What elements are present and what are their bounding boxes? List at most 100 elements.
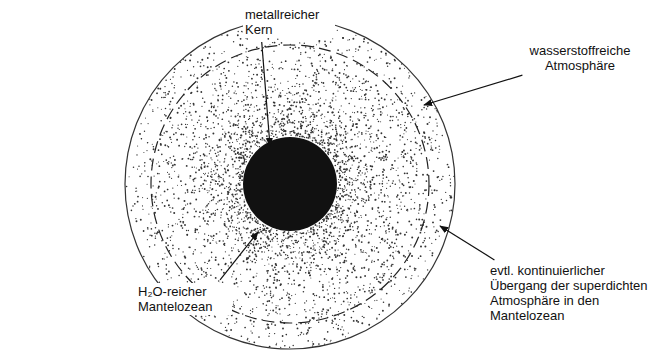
stipple-dot xyxy=(238,183,240,185)
stipple-dot xyxy=(316,76,318,78)
stipple-dot xyxy=(431,147,432,148)
stipple-dot xyxy=(407,100,409,102)
stipple-dot xyxy=(255,82,257,84)
stipple-dot xyxy=(424,138,425,139)
stipple-dot xyxy=(363,41,365,43)
stipple-dot xyxy=(215,109,217,111)
stipple-dot xyxy=(293,261,294,262)
stipple-dot xyxy=(345,113,347,115)
stipple-dot xyxy=(243,151,245,153)
stipple-dot xyxy=(325,228,327,230)
stipple-dot xyxy=(237,173,238,174)
stipple-dot xyxy=(274,266,276,268)
stipple-dot xyxy=(346,260,347,261)
stipple-dot xyxy=(269,230,270,231)
stipple-dot xyxy=(371,308,372,309)
stipple-dot xyxy=(296,242,298,244)
stipple-dot xyxy=(403,293,404,294)
stipple-dot xyxy=(410,149,412,151)
stipple-dot xyxy=(261,251,263,253)
stipple-dot xyxy=(217,183,219,185)
stipple-dot xyxy=(334,213,335,214)
stipple-dot xyxy=(393,168,394,169)
stipple-dot xyxy=(374,97,376,99)
stipple-dot xyxy=(331,112,333,114)
stipple-dot xyxy=(304,262,306,264)
stipple-dot xyxy=(163,92,164,93)
stipple-dot xyxy=(363,184,365,186)
stipple-dot xyxy=(219,79,220,80)
stipple-dot xyxy=(279,94,281,96)
stipple-dot xyxy=(334,240,335,241)
stipple-dot xyxy=(224,135,226,137)
stipple-dot xyxy=(315,140,316,141)
stipple-dot xyxy=(403,255,405,257)
stipple-dot xyxy=(264,108,266,110)
stipple-dot xyxy=(252,135,254,137)
stipple-dot xyxy=(335,82,337,84)
stipple-dot xyxy=(385,230,386,231)
stipple-dot xyxy=(341,253,343,255)
stipple-dot xyxy=(423,107,425,109)
stipple-dot xyxy=(224,158,226,160)
stipple-dot xyxy=(299,84,300,85)
stipple-dot xyxy=(274,87,275,88)
stipple-dot xyxy=(431,190,432,191)
stipple-dot xyxy=(214,149,215,150)
stipple-dot xyxy=(354,189,356,191)
stipple-dot xyxy=(366,260,367,261)
stipple-dot xyxy=(300,113,302,115)
stipple-dot xyxy=(194,190,195,191)
stipple-dot xyxy=(231,158,233,160)
stipple-dot xyxy=(390,99,392,101)
stipple-dot xyxy=(189,268,190,269)
stipple-dot xyxy=(284,308,285,309)
stipple-dot xyxy=(334,152,335,153)
stipple-dot xyxy=(288,119,290,121)
stipple-dot xyxy=(369,127,371,129)
stipple-dot xyxy=(326,215,328,217)
stipple-dot xyxy=(206,205,208,207)
stipple-dot xyxy=(352,226,353,227)
stipple-dot xyxy=(189,247,191,249)
stipple-dot xyxy=(266,142,267,143)
stipple-dot xyxy=(355,237,356,238)
stipple-dot xyxy=(332,205,334,207)
stipple-dot xyxy=(412,95,413,96)
stipple-dot xyxy=(267,327,269,329)
stipple-dot xyxy=(247,339,249,341)
stipple-dot xyxy=(260,227,261,228)
stipple-dot xyxy=(197,122,198,123)
stipple-dot xyxy=(409,265,411,267)
stipple-dot xyxy=(204,174,205,175)
stipple-dot xyxy=(350,229,352,231)
stipple-dot xyxy=(336,205,337,206)
stipple-dot xyxy=(155,227,157,229)
stipple-dot xyxy=(265,226,266,227)
stipple-dot xyxy=(329,215,330,216)
stipple-dot xyxy=(293,279,295,281)
stipple-dot xyxy=(330,57,332,59)
stipple-dot xyxy=(166,256,167,257)
stipple-dot xyxy=(354,155,356,157)
stipple-dot xyxy=(320,115,321,116)
stipple-dot xyxy=(241,335,243,337)
stipple-dot xyxy=(287,120,288,121)
stipple-dot xyxy=(249,212,251,214)
stipple-dot xyxy=(215,166,216,167)
stipple-dot xyxy=(346,220,347,221)
stipple-dot xyxy=(367,181,368,182)
stipple-dot xyxy=(213,238,214,239)
stipple-dot xyxy=(357,157,359,159)
stipple-dot xyxy=(249,148,250,149)
stipple-dot xyxy=(377,259,379,261)
stipple-dot xyxy=(292,243,293,244)
stipple-dot xyxy=(354,106,355,107)
stipple-dot xyxy=(273,105,275,107)
stipple-dot xyxy=(352,121,353,122)
stipple-dot xyxy=(240,147,241,148)
stipple-dot xyxy=(267,272,268,273)
stipple-dot xyxy=(203,271,204,272)
stipple-dot xyxy=(229,335,230,336)
stipple-dot xyxy=(281,110,283,112)
